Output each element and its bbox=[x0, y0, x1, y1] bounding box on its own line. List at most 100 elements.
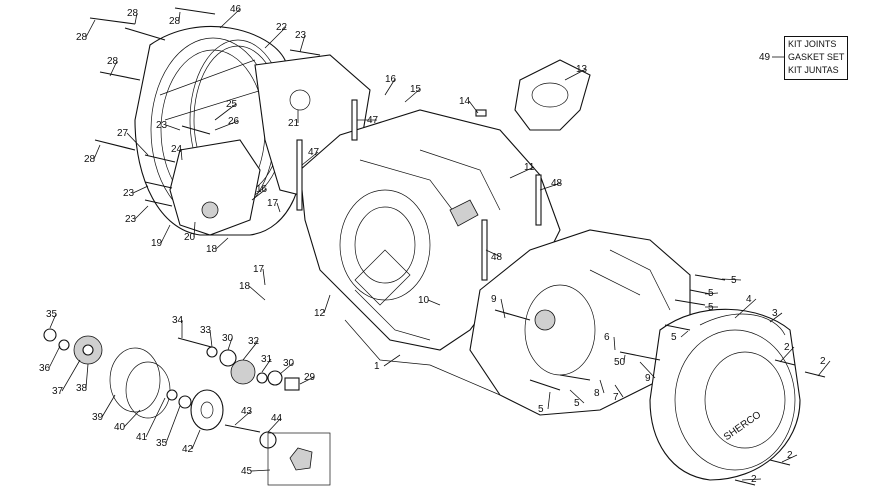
callout-number: 23 bbox=[295, 30, 307, 41]
callout-number: 3 bbox=[772, 308, 778, 319]
callout-leader bbox=[741, 478, 762, 481]
callout-number: 27 bbox=[117, 128, 129, 139]
callout-leader bbox=[123, 409, 141, 428]
callout-number: 40 bbox=[114, 422, 126, 433]
callout-leader bbox=[323, 294, 331, 314]
callout-number: 8 bbox=[594, 388, 600, 399]
callout-leader bbox=[564, 68, 587, 81]
callout-leader bbox=[93, 144, 101, 160]
callout-number: 5 bbox=[708, 302, 714, 313]
callout-number: 35 bbox=[46, 309, 58, 320]
callout-number: 48 bbox=[491, 252, 503, 263]
generator-cover: SHERCO bbox=[649, 308, 801, 481]
callout-leader bbox=[264, 26, 287, 49]
kit-line-es: KIT JUNTAS bbox=[788, 65, 839, 75]
callout-leader bbox=[539, 182, 562, 191]
bolts-left bbox=[89, 7, 321, 207]
callout-leader bbox=[250, 469, 271, 472]
seal-rings bbox=[43, 328, 103, 365]
callout-leader bbox=[126, 132, 149, 156]
callout-number: 26 bbox=[228, 116, 240, 127]
callout-leader bbox=[547, 391, 551, 410]
intake-manifold bbox=[514, 59, 591, 131]
callout-leader bbox=[769, 312, 783, 323]
callout-leader bbox=[101, 394, 116, 418]
callout-number: 45 bbox=[241, 466, 253, 477]
callout-number: 24 bbox=[171, 144, 183, 155]
callout-leader bbox=[134, 12, 138, 25]
callout-number: 15 bbox=[410, 84, 422, 95]
callout-number: 28 bbox=[107, 56, 119, 67]
callout-number: 28 bbox=[169, 16, 181, 27]
callout-number: 31 bbox=[261, 354, 273, 365]
callout-number: 2 bbox=[751, 474, 757, 485]
callout-number: 14 bbox=[459, 96, 471, 107]
callout-number: 7 bbox=[613, 392, 619, 403]
callout-number: 1 bbox=[374, 361, 380, 372]
callout-leader bbox=[85, 19, 96, 38]
breather-bolt bbox=[475, 109, 487, 117]
callout-leader bbox=[145, 397, 166, 438]
pump-impeller-housing bbox=[190, 389, 224, 431]
callout-number: 18 bbox=[206, 244, 218, 255]
callout-number: 5 bbox=[538, 404, 544, 415]
kit-line-en: KIT JOINTS bbox=[788, 39, 837, 49]
callout-number: 10 bbox=[418, 295, 430, 306]
callout-number: 23 bbox=[125, 214, 137, 225]
callout-leader bbox=[276, 202, 281, 213]
callout-leader bbox=[781, 454, 798, 463]
callout-leader bbox=[623, 354, 626, 363]
callout-number: 34 bbox=[172, 315, 184, 326]
callout-number: 16 bbox=[256, 184, 268, 195]
callout-leader bbox=[209, 329, 213, 348]
callout-leader bbox=[485, 249, 502, 258]
callout-number: 42 bbox=[182, 444, 194, 455]
callout-number: 28 bbox=[84, 154, 96, 165]
circlips bbox=[109, 347, 192, 419]
gasket-outline bbox=[344, 289, 501, 396]
callout-number: 37 bbox=[52, 386, 64, 397]
callout-number: 5 bbox=[708, 288, 714, 299]
callout-leader bbox=[261, 358, 272, 373]
callout-leader bbox=[384, 78, 396, 96]
callout-leader bbox=[299, 34, 306, 53]
callout-leader bbox=[234, 410, 252, 426]
callout-number: 30 bbox=[283, 358, 295, 369]
generator-gasket bbox=[699, 313, 786, 336]
callout-number: 4 bbox=[746, 294, 752, 305]
kit-line-gb: GASKET SET bbox=[788, 52, 845, 62]
callout-leader bbox=[48, 345, 61, 369]
callout-number: 47 bbox=[367, 115, 379, 126]
callout-number: 23 bbox=[123, 188, 135, 199]
callout-leader bbox=[301, 151, 319, 166]
callout-leader bbox=[639, 361, 656, 379]
callout-number: 35 bbox=[156, 438, 168, 449]
kit-callout-number: 49 bbox=[759, 52, 771, 63]
callout-number: 32 bbox=[248, 336, 260, 347]
callout-number: 50 bbox=[614, 357, 626, 368]
callout-leader bbox=[569, 389, 585, 404]
callout-leader bbox=[704, 292, 719, 295]
callout-number: 21 bbox=[288, 118, 300, 129]
gasket-kit-box: KIT JOINTS GASKET SET KIT JUNTAS bbox=[784, 36, 848, 80]
callout-number: 13 bbox=[576, 64, 588, 75]
callout-leader bbox=[193, 221, 196, 238]
callout-leader bbox=[599, 379, 605, 394]
callout-leader bbox=[134, 205, 149, 220]
callout-leader bbox=[214, 103, 237, 121]
bolts-right bbox=[494, 274, 826, 486]
callout-leader bbox=[613, 336, 616, 351]
callout-leader bbox=[178, 11, 181, 22]
callout-leader bbox=[734, 298, 757, 319]
callout-number: 12 bbox=[314, 308, 326, 319]
callout-leader bbox=[160, 224, 171, 244]
callout-number: 43 bbox=[241, 406, 253, 417]
cylinder-studs bbox=[296, 99, 542, 281]
callout-leader bbox=[85, 363, 89, 389]
ignition-cover bbox=[169, 139, 261, 236]
callout-leader bbox=[299, 376, 315, 385]
callout-number: 5 bbox=[731, 275, 737, 286]
callout-number: 19 bbox=[151, 238, 163, 249]
